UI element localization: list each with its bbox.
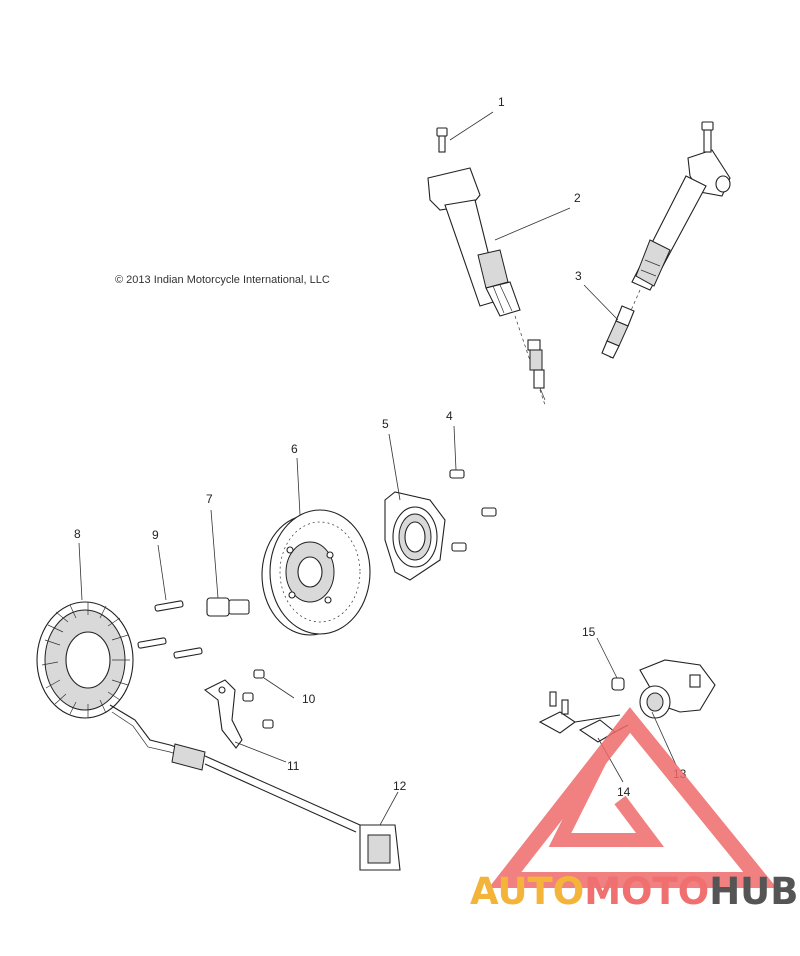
callout-6: 6	[291, 442, 298, 456]
callout-14: 14	[617, 785, 631, 799]
callout-8: 8	[74, 527, 81, 541]
watermark-logo	[488, 707, 777, 888]
callout-9: 9	[152, 528, 159, 542]
keys	[538, 691, 629, 743]
flywheel-bolt	[206, 597, 250, 617]
bracket	[203, 679, 243, 749]
screw-set-10	[242, 669, 274, 729]
leader-lines	[78, 111, 677, 826]
callout-3: 3	[575, 269, 582, 283]
starter-clutch	[384, 491, 446, 581]
nut-15	[611, 677, 625, 691]
callout-1: 1	[498, 95, 505, 109]
callout-15: 15	[582, 625, 596, 639]
coil-bolt-rear	[701, 121, 714, 153]
callout-7: 7	[206, 492, 213, 506]
callout-10: 10	[302, 692, 316, 706]
watermark-text: AUTOMOTOHUB	[470, 870, 798, 913]
callout-2: 2	[574, 191, 581, 205]
spark-plug-rear	[601, 289, 641, 359]
coil-bolt-front	[436, 127, 448, 153]
ignition-coil-rear	[631, 149, 731, 291]
ignition-switch	[639, 659, 716, 719]
stator-harness	[109, 704, 401, 871]
stator-bolts	[137, 600, 203, 659]
callouts: 1 2 3 4 5 6 7 8 9 10 11 12 13 14 15	[74, 95, 687, 799]
callout-5: 5	[382, 417, 389, 431]
stator	[36, 601, 134, 719]
ignition-coil-front	[427, 167, 521, 317]
callout-4: 4	[446, 409, 453, 423]
watermark-hub: HUB	[709, 870, 798, 913]
bolt-set-4	[449, 469, 497, 552]
watermark-moto: MOTO	[584, 870, 709, 913]
spark-plug-front	[514, 315, 546, 406]
flywheel	[261, 509, 371, 636]
callout-11: 11	[287, 759, 300, 773]
callout-12: 12	[393, 779, 407, 793]
watermark-auto: AUTO	[470, 870, 584, 913]
svg-text:AUTOMOTOHUB: AUTOMOTOHUB	[470, 870, 798, 913]
copyright-text: © 2013 Indian Motorcycle International, …	[115, 274, 330, 286]
